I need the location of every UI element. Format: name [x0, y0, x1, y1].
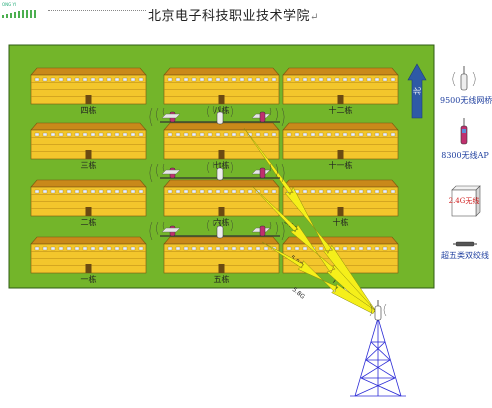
building-middle-1: 七栋 — [163, 122, 280, 170]
ap-cluster-0 — [149, 105, 285, 127]
north-label: 北 — [413, 87, 422, 95]
building-left-1: 三栋 — [30, 122, 147, 170]
ap-right-icon-1 — [259, 167, 266, 179]
building-middle-2: 六栋 — [163, 179, 280, 227]
building-right-1: 十一栋 — [282, 122, 399, 170]
logo-text: ONG YI — [2, 2, 17, 7]
building-left-3-label: 一栋 — [81, 274, 97, 284]
building-middle-2-label: 六栋 — [214, 217, 230, 227]
logo-bars-icon — [2, 10, 36, 18]
building-left-2: 二栋 — [30, 179, 147, 227]
building-left-3: 一栋 — [30, 236, 147, 284]
cable-icon — [453, 241, 477, 247]
bridge-antenna-icon-0 — [216, 111, 224, 125]
switch-box-icon: 2.4G无线 — [449, 185, 481, 217]
link-5.8g-2 — [261, 241, 376, 315]
ap-right-icon-0 — [259, 111, 266, 123]
building-left-0-label: 四栋 — [81, 105, 97, 115]
building-middle-0: 八栋 — [163, 67, 280, 115]
aps-layer — [149, 105, 285, 241]
legend-ap-label: 8300无线AP — [441, 151, 489, 160]
building-middle-0-label: 八栋 — [214, 105, 230, 115]
ap-antenna-icon — [460, 118, 468, 145]
page-title-text: 北京电子科技职业技术学院 — [148, 9, 311, 24]
paragraph-mark: ↵ — [310, 12, 319, 23]
header-dotted-leader — [48, 10, 146, 11]
ap-cluster-2 — [149, 219, 285, 241]
legend-cable-label: 超五类双绞线 — [441, 251, 489, 260]
link-5.8g-1 — [251, 185, 376, 314]
building-middle-1-label: 七栋 — [214, 160, 230, 170]
building-right-1-label: 十一栋 — [329, 160, 353, 170]
bridge-antenna-icon-1 — [216, 167, 224, 181]
ap-cluster-1 — [149, 161, 285, 183]
building-left-1-label: 三栋 — [81, 160, 97, 170]
building-right-2-label: 十栋 — [333, 217, 349, 227]
building-right-0-label: 十二栋 — [329, 105, 353, 115]
building-right-0: 十二栋 — [282, 67, 399, 115]
ap-right-icon-2 — [259, 225, 266, 237]
building-left-0: 四栋 — [30, 67, 147, 115]
bridge-antenna-icon-2 — [216, 225, 224, 239]
building-left-2-label: 二栋 — [81, 217, 97, 227]
building-middle-3-label: 五栋 — [214, 274, 230, 284]
legend-bridge-label: 9500无线网桥 — [440, 96, 492, 105]
north-arrow-icon: 北 — [407, 63, 427, 119]
bridge-antenna-icon — [452, 66, 476, 91]
switch-box-text: 2.4G无线 — [449, 196, 480, 205]
page-title: 北京电子科技职业技术学院↵ — [148, 5, 319, 24]
radio-tower-icon — [350, 317, 406, 397]
